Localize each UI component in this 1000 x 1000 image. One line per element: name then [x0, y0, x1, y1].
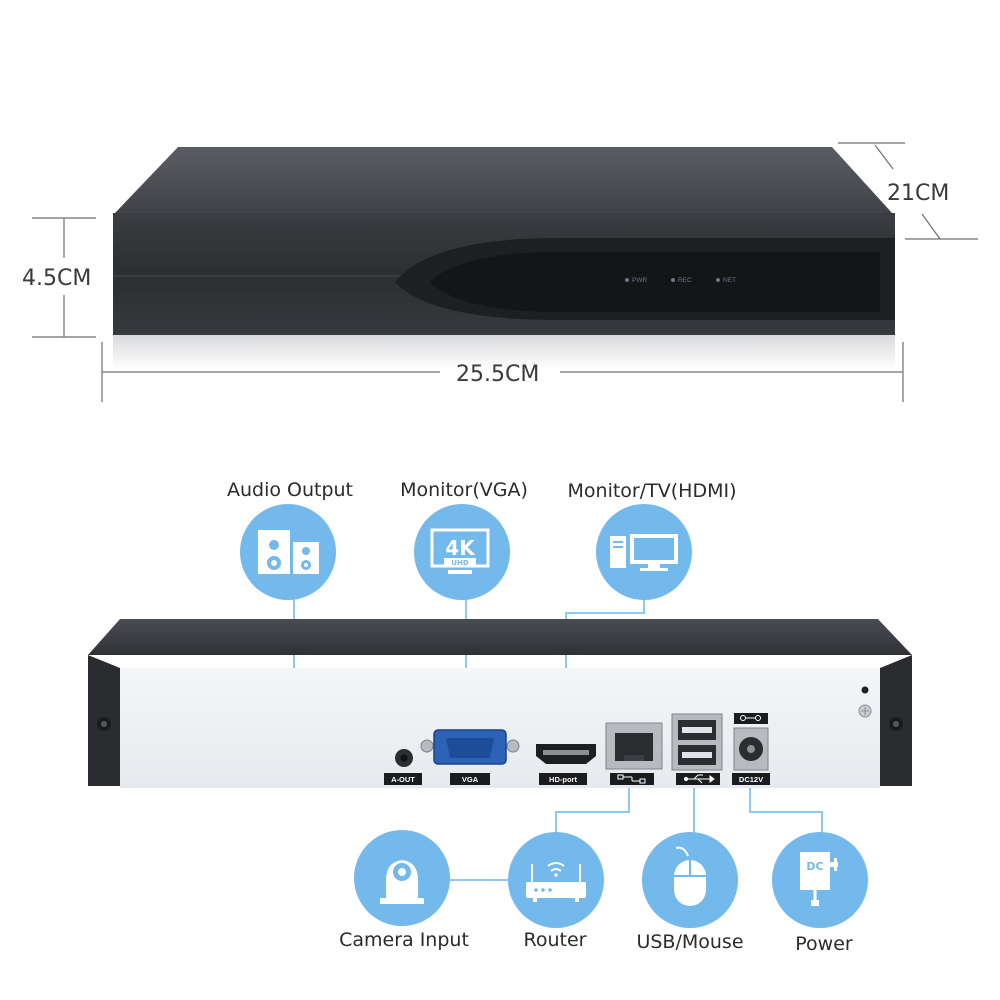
- reset-hole-icon: [861, 686, 869, 694]
- led-label-pwr: PWR: [632, 277, 647, 284]
- power-adapter-icon: DC: [800, 852, 838, 906]
- depth-dimension-label: 21CM: [887, 181, 949, 206]
- svg-text:UHD: UHD: [451, 559, 469, 567]
- height-dimension-label: 4.5CM: [22, 266, 91, 291]
- vga-monitor-label: Monitor(VGA): [400, 479, 528, 501]
- width-dimension-label: 25.5CM: [456, 362, 539, 387]
- router-node: [508, 832, 604, 928]
- rec-led-icon: [671, 278, 675, 282]
- device-reflection: [113, 335, 895, 369]
- dc-polarity-icon: [740, 715, 761, 721]
- device-top-surface: [115, 147, 892, 213]
- power-node: DC: [772, 832, 868, 928]
- net-led-icon: [716, 278, 720, 282]
- router-label: Router: [524, 929, 587, 951]
- hdmi-port-label: HD-port: [549, 775, 577, 784]
- svg-text:4K: 4K: [445, 536, 476, 560]
- camera-input-label: Camera Input: [339, 929, 469, 951]
- vga-badge: [450, 773, 490, 785]
- dc-port-label: DC12V: [739, 775, 763, 784]
- dimension-lines: [32, 142, 978, 402]
- computer-monitor-icon: [610, 534, 678, 571]
- router-icon: [526, 862, 586, 902]
- audio-output-label: Audio Output: [227, 479, 353, 501]
- dc-badge: [732, 773, 770, 785]
- hdmi-monitor-label: Monitor/TV(HDMI): [568, 480, 737, 502]
- a-out-port-label: A-OUT: [391, 775, 415, 784]
- camera-input-node: [354, 830, 450, 926]
- audio-output-node: [240, 504, 336, 600]
- mouse-icon: [674, 846, 706, 906]
- hdmi-monitor-node: [596, 504, 692, 600]
- speaker-icon: [258, 530, 319, 574]
- vga-monitor-node: 4K UHD: [414, 504, 510, 600]
- front-view: PWR REC NET: [113, 147, 895, 369]
- 4k-uhd-icon: 4K UHD: [430, 528, 490, 574]
- rear-top-surface: [88, 619, 912, 655]
- hdmi-badge: [539, 773, 587, 785]
- led-label-net: NET: [723, 277, 736, 284]
- led-label-rec: REC: [678, 277, 692, 284]
- vga-port-label: VGA: [462, 775, 479, 784]
- pwr-led-icon: [625, 278, 629, 282]
- camera-icon: [380, 860, 424, 904]
- svg-text:DC: DC: [806, 860, 823, 873]
- a-out-badge: [384, 773, 422, 785]
- usb-mouse-label: USB/Mouse: [636, 931, 743, 953]
- usb-mouse-node: [642, 832, 738, 928]
- network-symbol-icon: [617, 774, 646, 784]
- usb-symbol-icon: [683, 774, 715, 784]
- rear-view: A-OUT VGA HD-port: [88, 619, 912, 788]
- power-label: Power: [795, 933, 853, 955]
